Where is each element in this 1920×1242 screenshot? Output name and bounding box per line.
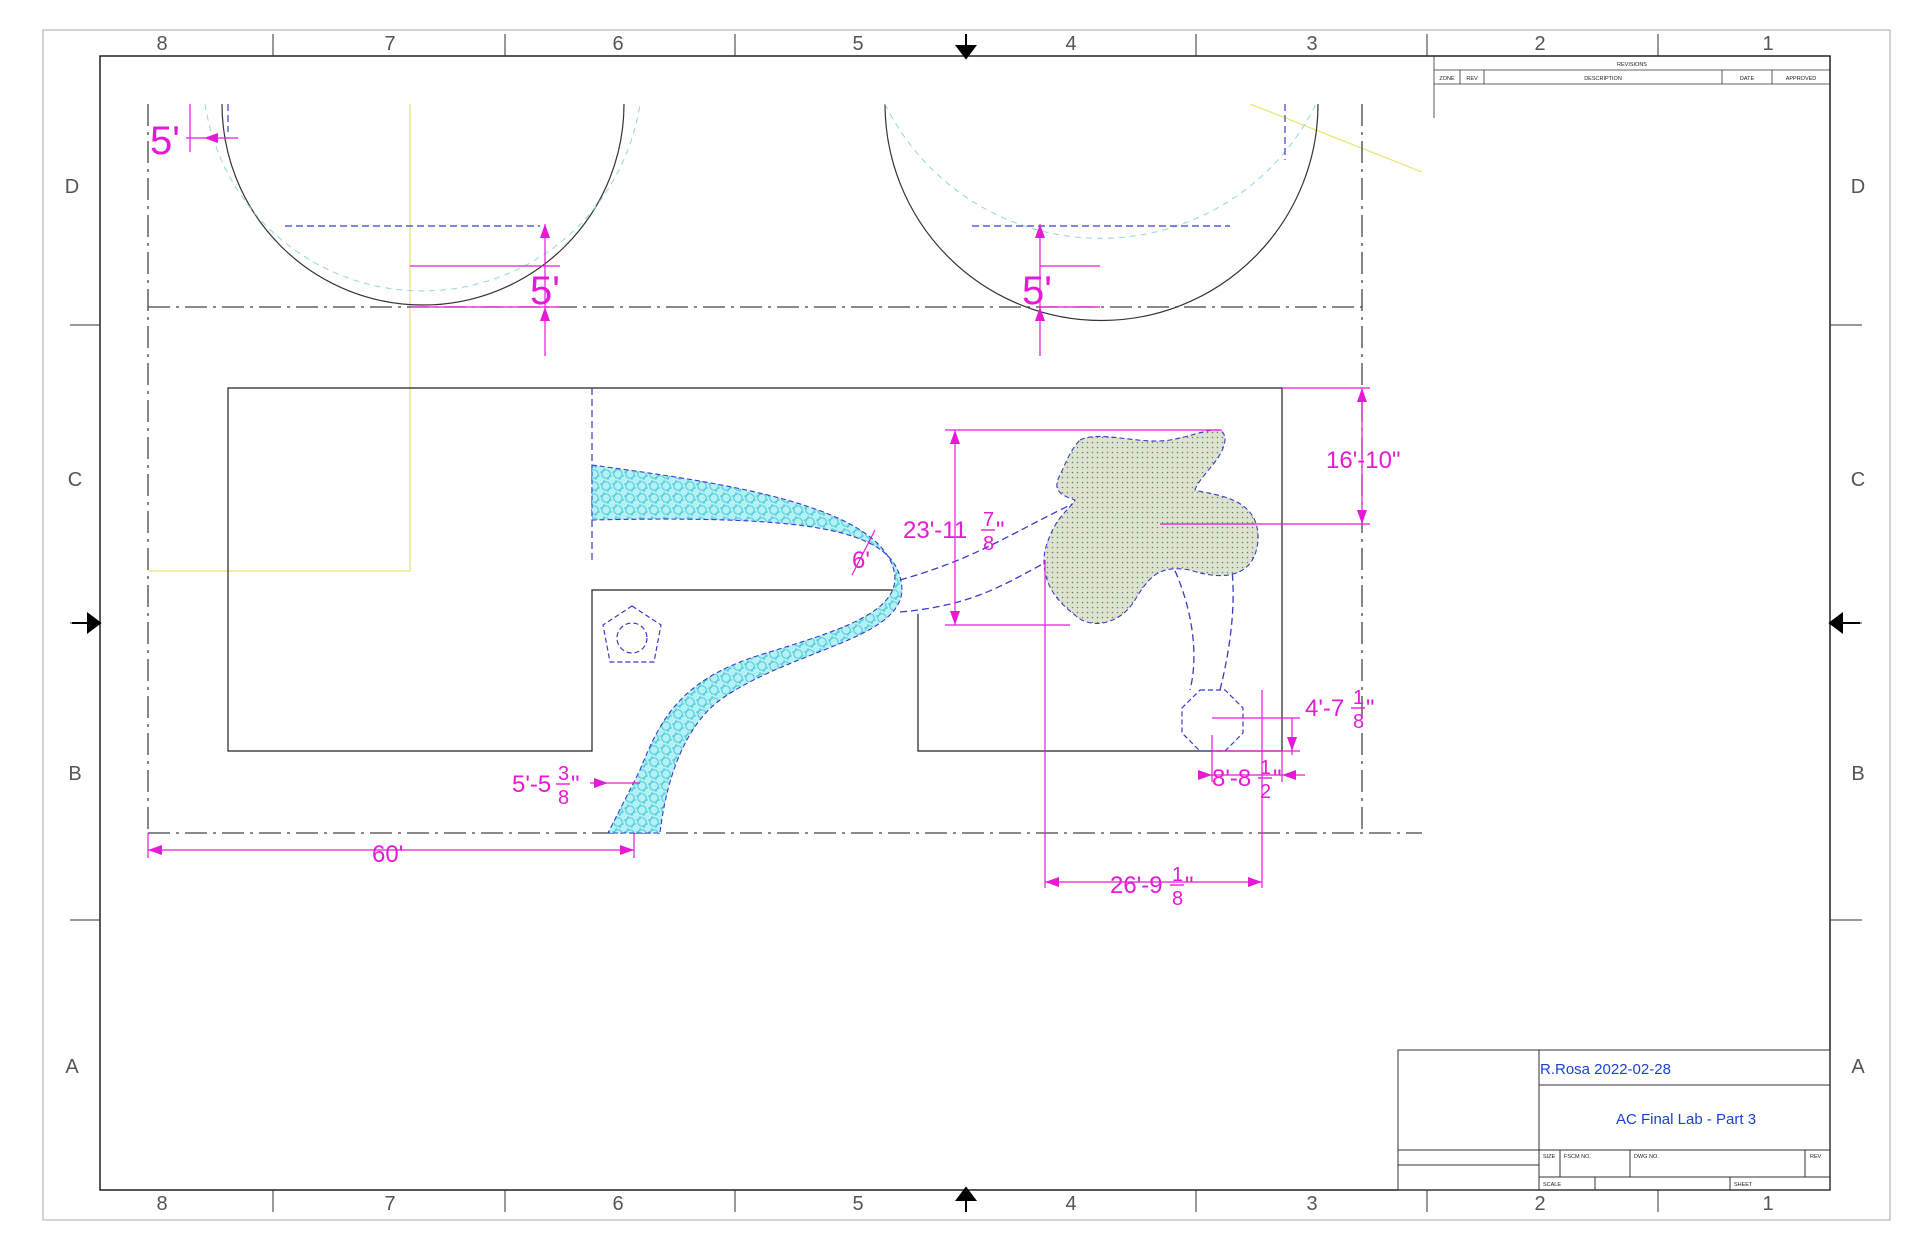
zone-row-labels-left: D C B A	[65, 176, 82, 1078]
size-label: SIZE	[1543, 1154, 1556, 1160]
fraction-bars	[556, 529, 1365, 886]
dim-5ft-5in-denominator: 8	[558, 787, 569, 809]
zone-col-8: 8	[156, 1193, 167, 1215]
revisions-title: REVISIONS	[1617, 62, 1647, 68]
zone-col-4: 4	[1065, 33, 1076, 55]
green-dotted-region	[1043, 429, 1259, 624]
author-date: R.Rosa 2022-02-28	[1540, 1061, 1671, 1078]
revisions-zone-header: ZONE	[1439, 76, 1455, 82]
revisions-approved-header: APPROVED	[1786, 76, 1817, 82]
dim-8ft-8in-numerator: 1	[1260, 757, 1271, 779]
zone-col-3: 3	[1306, 1193, 1317, 1215]
zone-col-1: 1	[1762, 1193, 1773, 1215]
dim-5ft-top-mid: 5'	[530, 269, 560, 313]
revisions-block	[1433, 56, 1830, 118]
dimension-arrowheads	[148, 133, 1367, 887]
dim-26ft-9in-denominator: 8	[1172, 888, 1183, 910]
centering-marks	[72, 34, 1860, 1212]
zone-row-b: B	[68, 763, 81, 785]
zone-col-4: 4	[1065, 1193, 1076, 1215]
zone-col-8: 8	[156, 33, 167, 55]
zone-row-c: C	[68, 469, 82, 491]
zone-row-labels-right: D C B A	[1851, 176, 1866, 1078]
outer-border	[42, 29, 1891, 1221]
revisions-date-header: DATE	[1740, 76, 1755, 82]
dim-23ft-11in-unit: "	[996, 517, 1005, 544]
dim-26ft-9in-unit: "	[1185, 872, 1194, 899]
hexagon-and-octagon	[602, 605, 1244, 752]
arrow-up-icon	[955, 1186, 977, 1201]
drawing-title: AC Final Lab - Part 3	[1616, 1111, 1756, 1128]
top-arcs	[204, 103, 1319, 322]
zone-row-a: A	[65, 1056, 79, 1078]
zone-row-d: D	[65, 176, 79, 198]
cyan-hatch-band	[591, 464, 903, 834]
dim-26ft-9in: 26'-9	[1110, 872, 1163, 899]
zone-row-a: A	[1851, 1056, 1865, 1078]
scale-label: SCALE	[1543, 1182, 1561, 1188]
dim-5ft-5in-unit: "	[571, 771, 580, 798]
dimension-labels: 5' 5' 5' 16'-10" 23'-11 7 8 " 6' 4'-7 1 …	[150, 119, 1400, 910]
zone-col-6: 6	[612, 33, 623, 55]
zone-col-5: 5	[852, 1193, 863, 1215]
revisions-rev-header: REV	[1466, 76, 1478, 82]
arrow-left-icon	[1828, 612, 1843, 634]
dim-26ft-9in-numerator: 1	[1172, 864, 1183, 886]
zone-col-1: 1	[1762, 33, 1773, 55]
dim-8ft-8in: 8'-8	[1212, 765, 1251, 792]
dim-5ft-5in-numerator: 3	[558, 763, 569, 785]
dim-23ft-11in-numerator: 7	[983, 509, 994, 531]
zone-column-labels-bottom: 8 7 6 5 4 3 2 1	[156, 1193, 1773, 1215]
revisions-description-header: DESCRIPTION	[1584, 76, 1622, 82]
dim-5ft-top-left: 5'	[150, 119, 180, 163]
zone-col-2: 2	[1534, 33, 1545, 55]
dim-5ft-top-right: 5'	[1022, 269, 1052, 313]
dim-16ft-10in: 16'-10"	[1326, 447, 1400, 474]
zone-col-3: 3	[1306, 33, 1317, 55]
zone-column-labels-top: 8 7 6 5 4 3 2 1	[156, 33, 1773, 55]
zone-col-6: 6	[612, 1193, 623, 1215]
dim-4ft-7in-numerator: 1	[1353, 687, 1364, 709]
dim-4ft-7in: 4'-7	[1305, 695, 1344, 722]
dim-60ft: 60'	[372, 841, 403, 868]
zone-row-c: C	[1851, 469, 1865, 491]
zone-row-d: D	[1851, 176, 1865, 198]
zone-row-b: B	[1851, 763, 1864, 785]
fscm-label: FSCM NO.	[1564, 1154, 1591, 1160]
dim-8ft-8in-unit: "	[1273, 765, 1282, 792]
dim-23ft-11in: 23'-11	[903, 517, 967, 544]
dim-5ft-5in: 5'-5	[512, 771, 551, 798]
zone-dividers	[70, 34, 1862, 1212]
title-block	[1397, 1049, 1831, 1191]
zone-col-5: 5	[852, 33, 863, 55]
rev-label: REV	[1810, 1154, 1822, 1160]
yellow-construction-lines	[148, 103, 1423, 572]
dim-6ft: 6'	[852, 547, 870, 574]
arrow-right-icon	[87, 612, 102, 634]
zone-col-7: 7	[384, 1193, 395, 1215]
sheet-label: SHEET	[1734, 1182, 1753, 1188]
dwg-no-label: DWG NO.	[1634, 1154, 1659, 1160]
centerlines	[147, 104, 1422, 834]
zone-col-7: 7	[384, 33, 395, 55]
dim-8ft-8in-denominator: 2	[1260, 781, 1271, 803]
dim-4ft-7in-unit: "	[1366, 695, 1375, 722]
arrow-down-icon	[955, 45, 977, 60]
zone-col-2: 2	[1534, 1193, 1545, 1215]
dim-4ft-7in-denominator: 8	[1353, 711, 1364, 733]
dimension-lines	[147, 104, 1370, 888]
dim-23ft-11in-denominator: 8	[983, 533, 994, 555]
inner-border	[99, 55, 1831, 1191]
